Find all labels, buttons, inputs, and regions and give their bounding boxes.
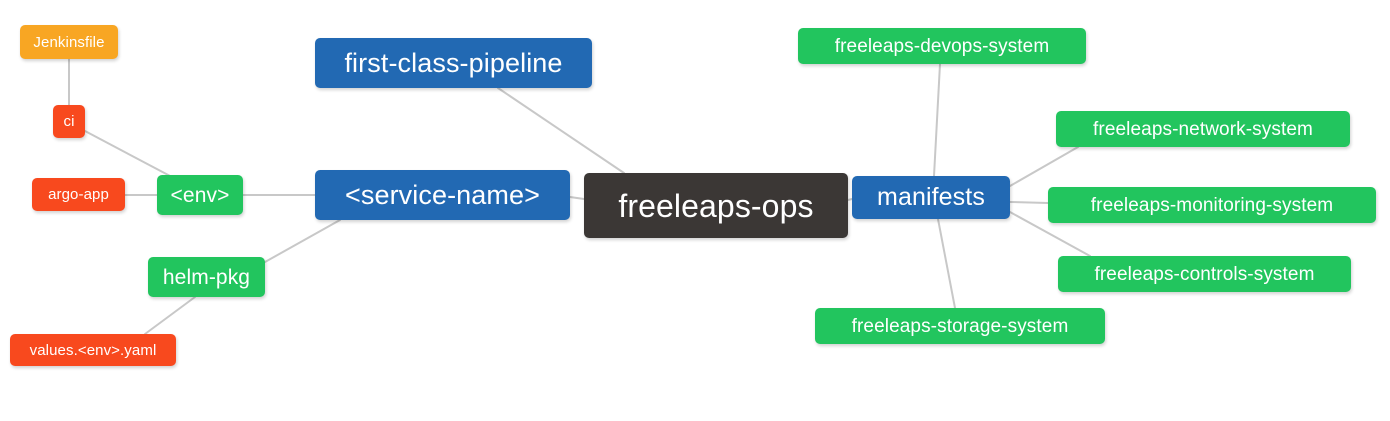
node-label: freeleaps-devops-system: [834, 35, 1050, 57]
node-label: <env>: [170, 183, 230, 207]
node-argo-app[interactable]: argo-app: [32, 178, 125, 211]
node-freeleaps-monitoring-system[interactable]: freeleaps-monitoring-system: [1048, 187, 1376, 223]
node-freeleaps-network-system[interactable]: freeleaps-network-system: [1056, 111, 1350, 147]
node-values-yaml[interactable]: values.<env>.yaml: [10, 334, 176, 366]
node-freeleaps-storage-system[interactable]: freeleaps-storage-system: [815, 308, 1105, 344]
node-label: helm-pkg: [162, 265, 251, 289]
node-label: freeleaps-network-system: [1093, 118, 1313, 140]
edge-helm-pkg-to-service-name: [264, 219, 341, 263]
node-label: freeleaps-ops: [618, 187, 814, 224]
node-label: freeleaps-monitoring-system: [1090, 194, 1334, 216]
node-label: first-class-pipeline: [344, 47, 563, 78]
edge-manifests-to-freeleaps-monitoring-system: [1009, 201, 1049, 204]
edge-manifests-to-freeleaps-storage-system: [937, 218, 956, 309]
node-ci[interactable]: ci: [53, 105, 85, 138]
node-label: <service-name>: [345, 179, 540, 210]
node-label: argo-app: [48, 186, 109, 203]
edge-first-class-pipeline-to-freeleaps-ops: [497, 87, 625, 174]
edge-manifests-to-freeleaps-network-system: [1009, 146, 1079, 187]
node-label: manifests: [877, 183, 985, 211]
edge-values-yaml-to-helm-pkg: [144, 296, 196, 335]
edge-ci-to-env: [84, 130, 173, 178]
node-label: values.<env>.yaml: [29, 341, 157, 359]
node-helm-pkg[interactable]: helm-pkg: [148, 257, 265, 297]
node-label: freeleaps-controls-system: [1094, 263, 1315, 285]
node-freeleaps-devops-system[interactable]: freeleaps-devops-system: [798, 28, 1086, 64]
node-label: ci: [63, 113, 75, 130]
node-label: Jenkinsfile: [33, 33, 105, 51]
node-jenkinsfile[interactable]: Jenkinsfile: [20, 25, 118, 59]
node-label: freeleaps-storage-system: [851, 315, 1069, 337]
node-env[interactable]: <env>: [157, 175, 243, 215]
edge-manifests-to-freeleaps-devops-system: [933, 63, 941, 177]
node-first-class-pipeline[interactable]: first-class-pipeline: [315, 38, 592, 88]
node-manifests[interactable]: manifests: [852, 176, 1010, 219]
node-freeleaps-ops[interactable]: freeleaps-ops: [584, 173, 848, 238]
edge-service-name-to-freeleaps-ops: [569, 196, 585, 200]
node-freeleaps-controls-system[interactable]: freeleaps-controls-system: [1058, 256, 1351, 292]
node-service-name[interactable]: <service-name>: [315, 170, 570, 220]
